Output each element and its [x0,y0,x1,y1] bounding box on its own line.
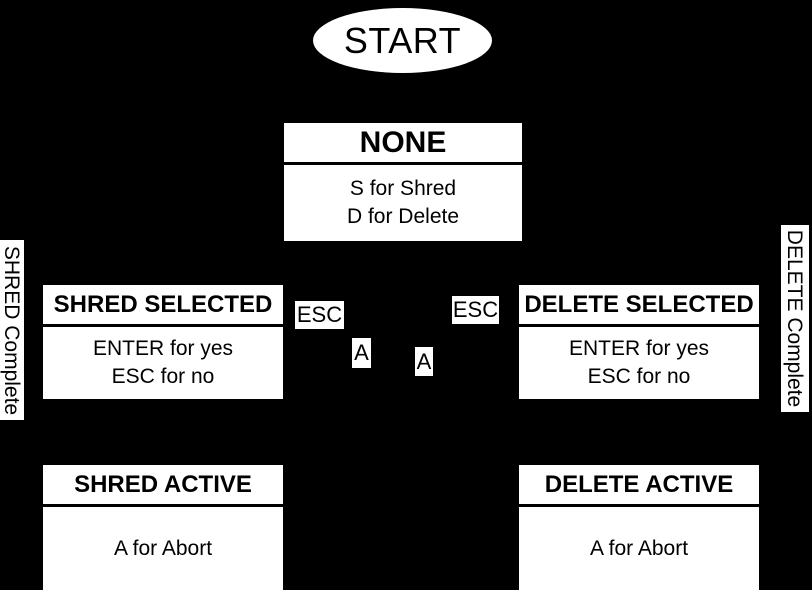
edge-label-delete-complete: DELETE Complete [781,225,809,412]
state-none-line-1: S for Shred [349,177,457,201]
node-start[interactable]: START [313,8,492,73]
state-shred-selected-line-1: ENTER for yes [92,337,234,361]
state-node-delete-selected[interactable]: DELETE SELECTED ENTER for yes ESC for no [519,285,759,399]
state-delete-active-line-1: A for Abort [589,536,689,560]
edge-label-abort-right: A [415,347,433,376]
edge-label-esc-right: ESC [452,296,499,324]
state-node-none[interactable]: NONE S for Shred D for Delete [284,123,522,241]
edge-label-esc-left: ESC [295,301,344,329]
state-delete-active-title: DELETE ACTIVE [544,470,734,498]
state-node-shred-active[interactable]: SHRED ACTIVE A for Abort [43,465,283,590]
state-delete-active-body: A for Abort [519,507,759,590]
state-shred-selected-body: ENTER for yes ESC for no [43,327,283,399]
edge-label-shred-complete-text: SHRED Complete [0,245,24,415]
node-start-label: START [343,19,462,61]
state-shred-selected-line-2: ESC for no [111,365,215,388]
state-none-title-row: NONE [284,123,522,165]
state-none-body: S for Shred D for Delete [284,165,522,241]
state-delete-selected-title: DELETE SELECTED [524,290,754,318]
state-shred-active-title: SHRED ACTIVE [74,470,252,498]
state-node-shred-selected[interactable]: SHRED SELECTED ENTER for yes ESC for no [43,285,283,399]
state-shred-selected-title: SHRED SELECTED [53,290,273,318]
state-node-delete-active[interactable]: DELETE ACTIVE A for Abort [519,465,759,590]
state-none-line-2: D for Delete [346,205,460,228]
state-delete-selected-line-2: ESC for no [587,365,691,388]
edge-label-abort-left: A [352,338,371,368]
edge-label-delete-complete-text: DELETE Complete [783,229,807,408]
state-shred-selected-title-row: SHRED SELECTED [43,285,283,327]
edge-label-shred-complete: SHRED Complete [0,240,24,420]
state-shred-active-title-row: SHRED ACTIVE [43,465,283,507]
state-delete-selected-line-1: ENTER for yes [568,337,710,361]
state-shred-active-body: A for Abort [43,507,283,590]
state-delete-selected-body: ENTER for yes ESC for no [519,327,759,399]
state-delete-active-title-row: DELETE ACTIVE [519,465,759,507]
state-none-title: NONE [359,125,447,159]
state-delete-selected-title-row: DELETE SELECTED [519,285,759,327]
state-shred-active-line-1: A for Abort [113,536,213,560]
